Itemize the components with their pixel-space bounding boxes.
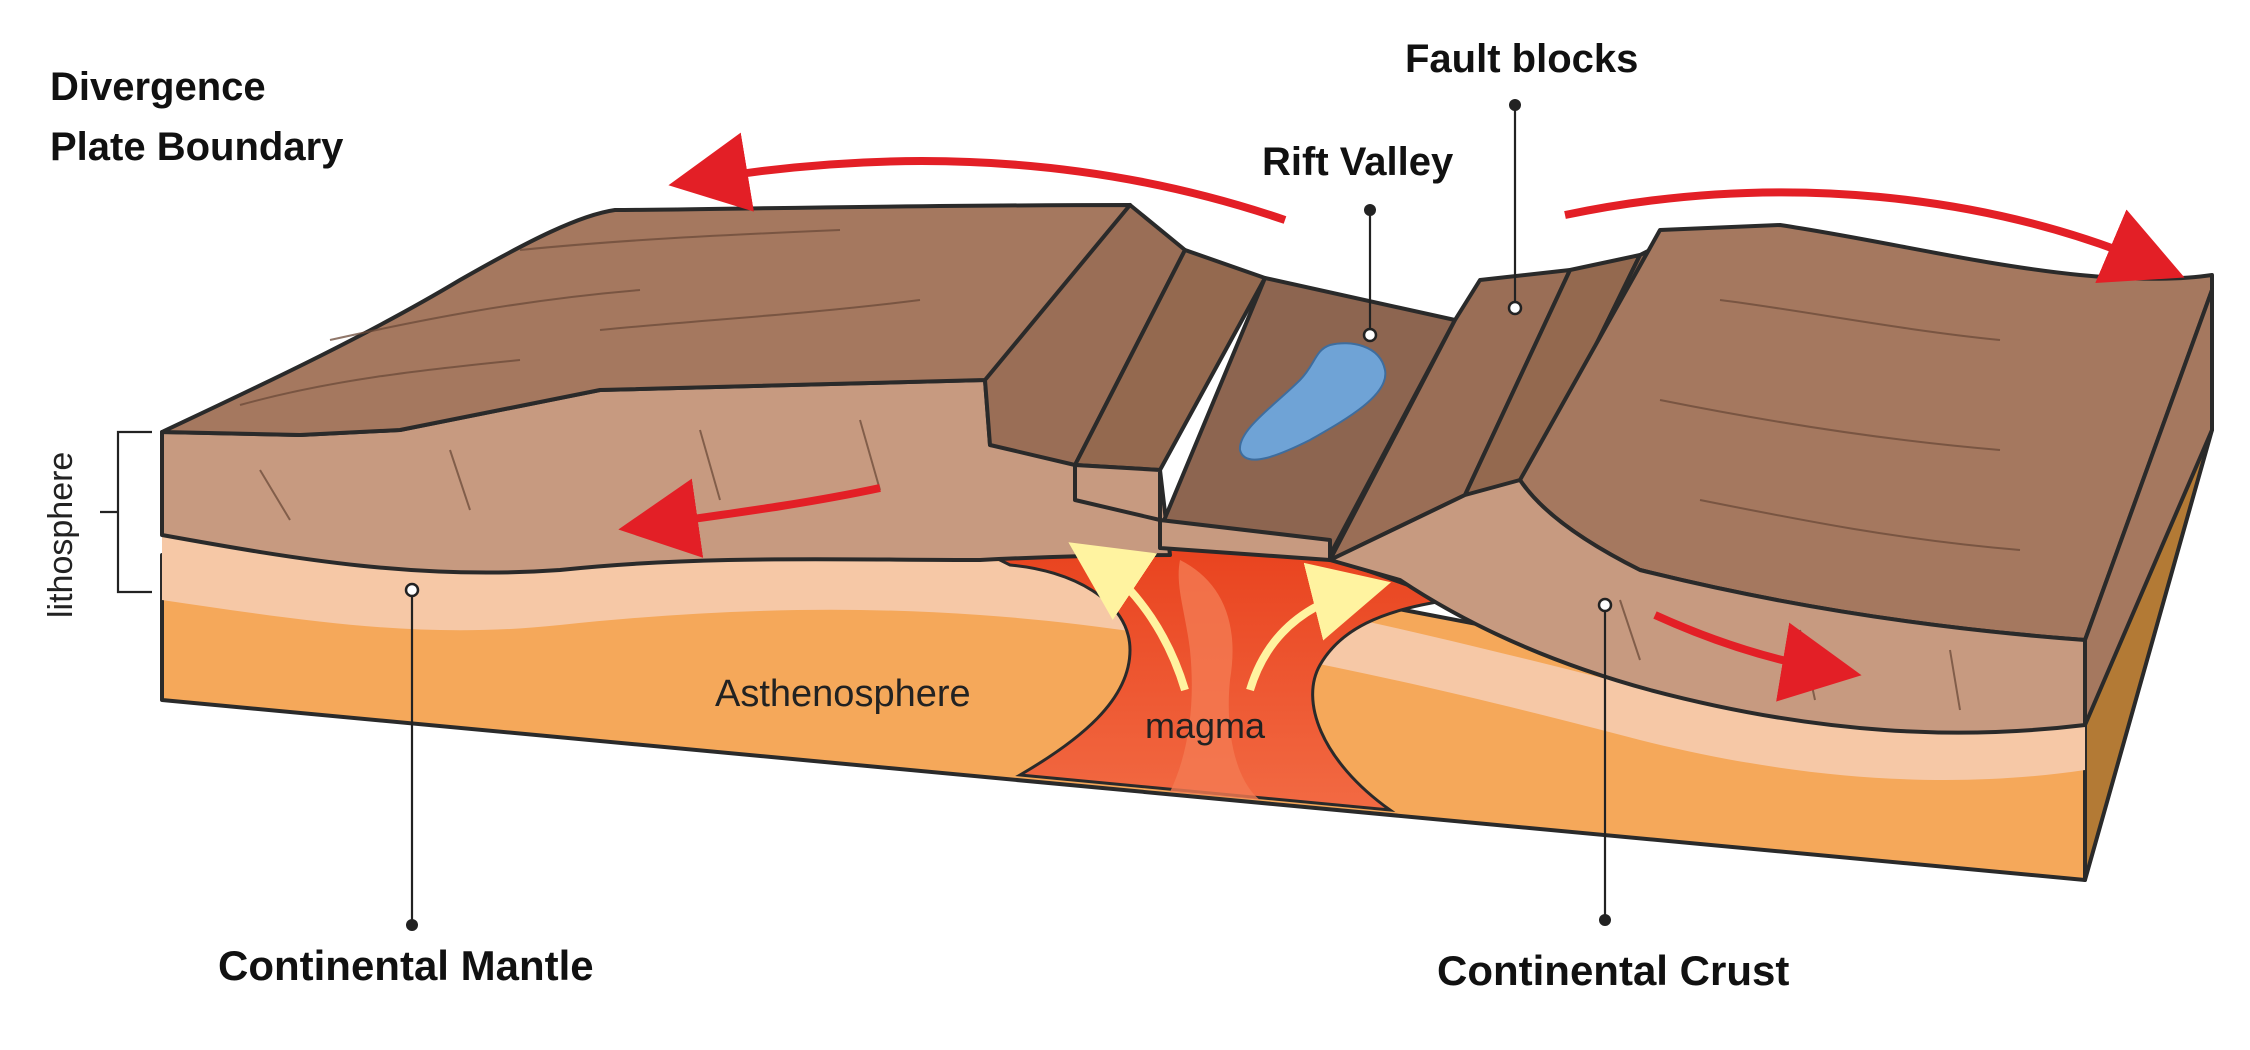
arrow-crust-right: [1653, 611, 1862, 702]
leader-fault-blocks: [1507, 99, 1523, 316]
arrow-magma-right: [1246, 562, 1392, 692]
leader-continental-crust: [1597, 597, 1613, 926]
arrow-top-left: [668, 132, 1287, 224]
continental-crust-label: Continental Crust: [1437, 947, 1789, 994]
rift-lake: [1238, 342, 1387, 461]
title-line-1: Divergence: [50, 65, 266, 109]
arrow-top-right: [1564, 188, 2185, 284]
left-crust-plate: [160, 203, 1457, 575]
right-crust-plate: [1328, 223, 2214, 735]
leader-rift-valley: [1362, 204, 1378, 343]
leader-continental-mantle: [404, 582, 420, 931]
arrow-magma-left: [1068, 542, 1189, 692]
lithosphere-label: lithosphere: [42, 452, 80, 618]
title-line-2: Plate Boundary: [50, 125, 344, 169]
rift-valley-label: Rift Valley: [1262, 140, 1454, 184]
arrow-crust-left: [618, 478, 881, 558]
fault-blocks-label: Fault blocks: [1405, 37, 1638, 81]
asthenosphere-label: Asthenosphere: [715, 673, 971, 715]
magma-label: magma: [1145, 705, 1266, 746]
lithosphere-bracket: [100, 430, 152, 594]
continental-mantle-label: Continental Mantle: [218, 942, 594, 989]
